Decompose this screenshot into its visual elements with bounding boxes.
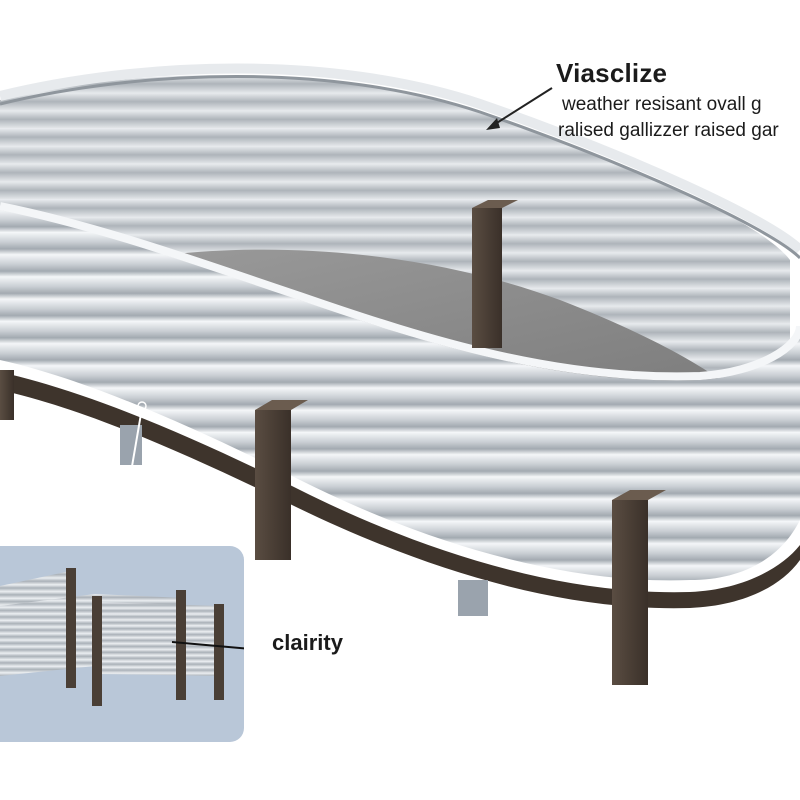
wood-post bbox=[255, 400, 308, 560]
detail-inset bbox=[0, 546, 244, 742]
support-bracket bbox=[458, 580, 488, 616]
wood-post bbox=[0, 370, 14, 420]
annotation-title: Viasclize bbox=[556, 58, 668, 88]
inset-pointer bbox=[117, 407, 143, 549]
annotation-line-2: ralised gallizzer raised gar bbox=[558, 120, 779, 141]
annotation-pointer bbox=[491, 87, 553, 127]
wood-post bbox=[472, 200, 518, 348]
base-frame bbox=[0, 372, 800, 609]
wood-post bbox=[612, 490, 666, 685]
tub-back-wall bbox=[0, 75, 790, 430]
annotation-line-1: weather resisant ovall g bbox=[562, 94, 762, 115]
tub-front-wall bbox=[0, 210, 800, 581]
tub-rim bbox=[0, 63, 800, 254]
inset-callout-label: clairity bbox=[272, 630, 343, 655]
inset-illustration bbox=[0, 568, 244, 706]
